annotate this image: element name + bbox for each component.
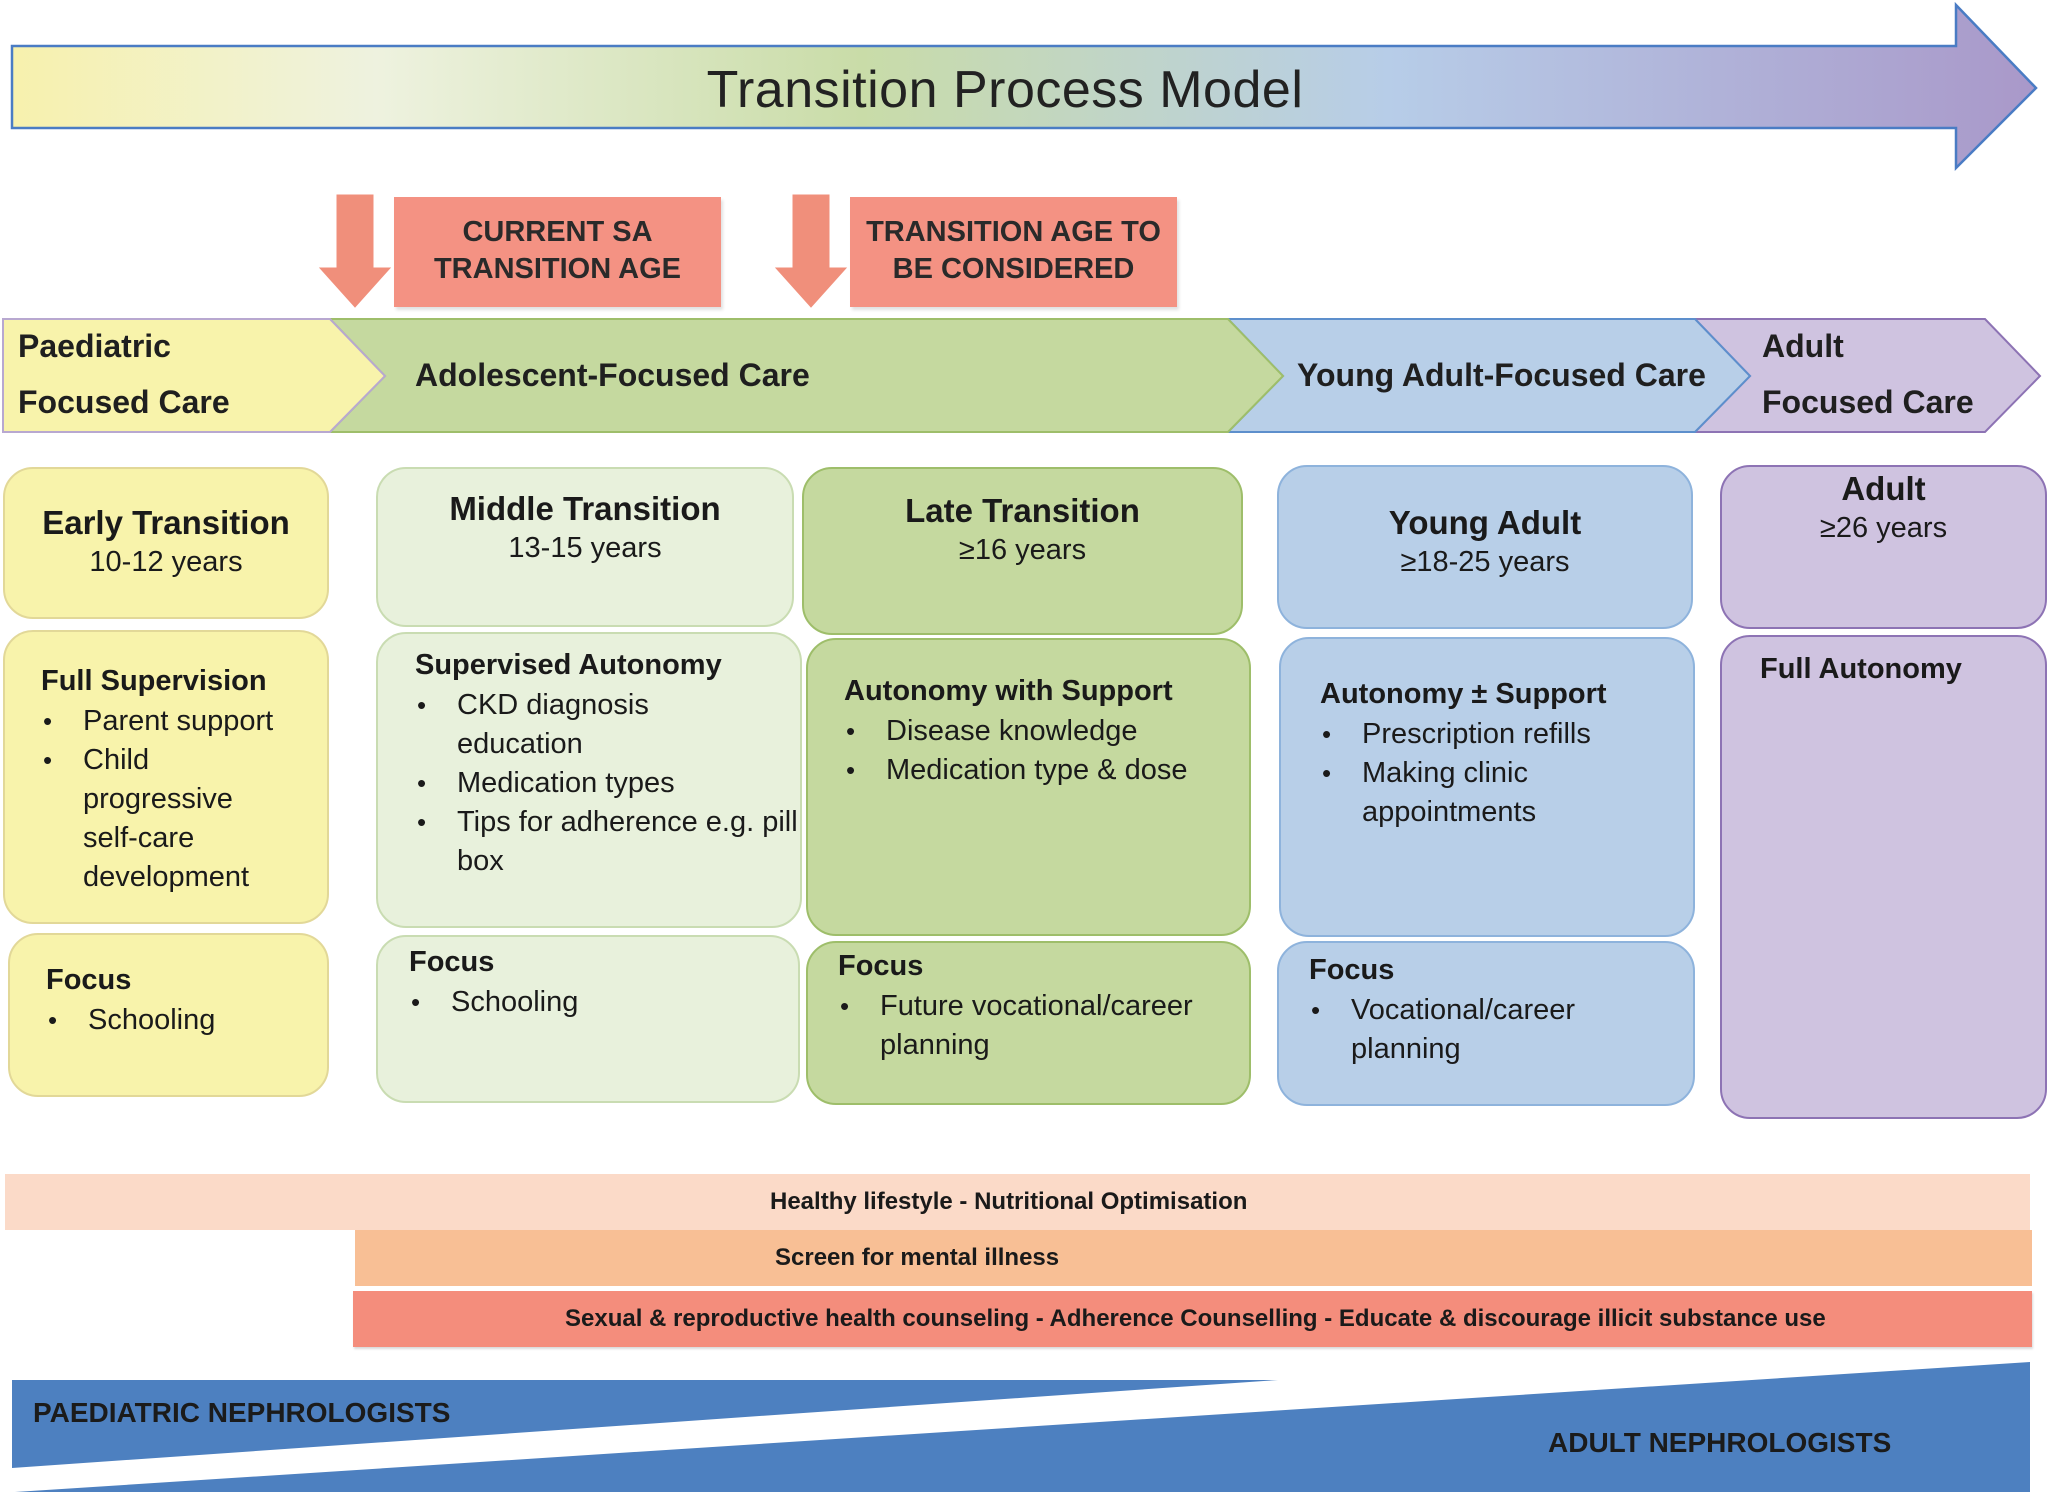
list-item: Future vocational/career planning bbox=[838, 987, 1250, 1065]
down-arrow-current bbox=[318, 194, 392, 308]
list-item: Parent support bbox=[41, 702, 327, 741]
late-transition-focus-box: Focus Future vocational/career planning bbox=[806, 941, 1251, 1105]
focus-label: Focus bbox=[1309, 954, 1395, 986]
callout-line: BE CONSIDERED bbox=[892, 253, 1135, 285]
autonomy-level: Full Supervision bbox=[41, 665, 267, 697]
autonomy-list: Disease knowledge Medication type & dose bbox=[844, 712, 1249, 790]
list-item: Schooling bbox=[46, 1001, 327, 1040]
adult-nephrologists-label: ADULT NEPHROLOGISTS bbox=[1548, 1427, 1892, 1458]
band-label: Healthy lifestyle - Nutritional Optimisa… bbox=[770, 1188, 1248, 1215]
adolescent-focused-care-label: Adolescent-Focused Care bbox=[415, 357, 810, 393]
focus-label: Focus bbox=[838, 950, 924, 982]
young-adult-focus-box: Focus Vocational/career planning bbox=[1277, 941, 1695, 1106]
stage-label-line: Focused Care bbox=[1762, 384, 1974, 420]
stage-label-line: Adult bbox=[1762, 328, 1844, 364]
current-sa-transition-age-callout: CURRENT SA TRANSITION AGE bbox=[394, 197, 721, 307]
stage-label-line: Paediatric bbox=[18, 328, 171, 364]
focus-label: Focus bbox=[409, 946, 495, 978]
paediatric-focused-care-label: Paediatric Focused Care bbox=[18, 318, 328, 430]
middle-transition-focus-box: Focus Schooling bbox=[376, 935, 800, 1103]
young-adult-header: Young Adult ≥18-25 years bbox=[1277, 465, 1693, 629]
transition-age-to-be-considered-callout: TRANSITION AGE TO BE CONSIDERED bbox=[850, 197, 1177, 307]
healthy-lifestyle-band: Healthy lifestyle - Nutritional Optimisa… bbox=[5, 1174, 2030, 1230]
counselling-band: Sexual & reproductive health counseling … bbox=[353, 1291, 2032, 1347]
list-item: CKD diagnosis education bbox=[415, 686, 697, 764]
focus-list: Schooling bbox=[409, 983, 798, 1022]
stage-label-line: Focused Care bbox=[18, 384, 230, 420]
focus-label: Focus bbox=[46, 964, 132, 996]
autonomy-list: Parent support Child progressive self-ca… bbox=[41, 702, 327, 897]
callout-line: CURRENT SA bbox=[462, 216, 653, 248]
phase-age: 13-15 years bbox=[508, 532, 662, 564]
phase-name: Middle Transition bbox=[449, 490, 721, 527]
adult-focused-care-label: Adult Focused Care bbox=[1762, 318, 2022, 430]
down-arrow-considered bbox=[774, 194, 848, 308]
autonomy-list: CKD diagnosis education Medication types… bbox=[415, 686, 800, 881]
mental-illness-screening-band: Screen for mental illness bbox=[355, 1230, 2032, 1286]
early-transition-autonomy-box: Full Supervision Parent support Child pr… bbox=[3, 630, 329, 924]
phase-age: ≥18-25 years bbox=[1400, 546, 1570, 578]
list-item: Medication types bbox=[415, 764, 800, 803]
middle-transition-autonomy-box: Supervised Autonomy CKD diagnosis educat… bbox=[376, 632, 802, 928]
phase-age: ≥16 years bbox=[958, 534, 1087, 566]
title-arrow bbox=[10, 1, 2038, 172]
autonomy-list: Prescription refills Making clinic appoi… bbox=[1320, 715, 1693, 832]
phase-name: Adult bbox=[1841, 470, 1926, 507]
autonomy-level: Full Autonomy bbox=[1760, 653, 1962, 685]
phase-name: Early Transition bbox=[42, 504, 290, 541]
focus-list: Schooling bbox=[46, 1001, 327, 1040]
adult-autonomy-box: Full Autonomy bbox=[1720, 635, 2047, 1119]
autonomy-level: Autonomy with Support bbox=[844, 675, 1173, 707]
phase-name: Young Adult bbox=[1388, 504, 1582, 541]
focus-list: Vocational/career planning bbox=[1309, 991, 1693, 1069]
list-item: Disease knowledge bbox=[844, 712, 1249, 751]
list-item: Child progressive self-care development bbox=[41, 741, 249, 897]
callout-line: TRANSITION AGE TO bbox=[866, 216, 1161, 248]
phase-age: 10-12 years bbox=[89, 546, 243, 578]
phase-age: ≥26 years bbox=[1819, 512, 1948, 544]
paediatric-nephrologists-label: PAEDIATRIC NEPHROLOGISTS bbox=[33, 1397, 451, 1428]
late-transition-header: Late Transition ≥16 years bbox=[802, 467, 1243, 635]
paediatric-nephrologists-wedge bbox=[12, 1380, 1278, 1468]
focus-list: Future vocational/career planning bbox=[838, 987, 1249, 1065]
adult-nephrologists-wedge bbox=[15, 1362, 2030, 1492]
young-adult-focused-care-label: Young Adult-Focused Care bbox=[1297, 357, 1706, 393]
list-item: Schooling bbox=[409, 983, 798, 1022]
autonomy-level: Supervised Autonomy bbox=[415, 649, 722, 681]
callout-line: TRANSITION AGE bbox=[433, 253, 682, 285]
list-item: Making clinic appointments bbox=[1320, 754, 1622, 832]
early-transition-header: Early Transition 10-12 years bbox=[3, 467, 329, 619]
middle-transition-header: Middle Transition 13-15 years bbox=[376, 467, 794, 627]
autonomy-level: Autonomy ± Support bbox=[1320, 678, 1607, 710]
young-adult-autonomy-box: Autonomy ± Support Prescription refills … bbox=[1279, 637, 1695, 937]
adult-header: Adult ≥26 years bbox=[1720, 465, 2047, 629]
phase-name: Late Transition bbox=[905, 492, 1140, 529]
band-label: Screen for mental illness bbox=[775, 1244, 1060, 1271]
list-item: Vocational/career planning bbox=[1309, 991, 1641, 1069]
list-item: Medication type & dose bbox=[844, 751, 1249, 790]
list-item: Tips for adherence e.g. pill box bbox=[415, 803, 807, 881]
paediatric-focused-care-chevron bbox=[2, 318, 387, 433]
late-transition-autonomy-box: Autonomy with Support Disease knowledge … bbox=[806, 638, 1251, 936]
band-label: Sexual & reproductive health counseling … bbox=[565, 1305, 1826, 1332]
early-transition-focus-box: Focus Schooling bbox=[8, 933, 329, 1097]
list-item: Prescription refills bbox=[1320, 715, 1693, 754]
diagram-title: Transition Process Model bbox=[706, 61, 1304, 119]
